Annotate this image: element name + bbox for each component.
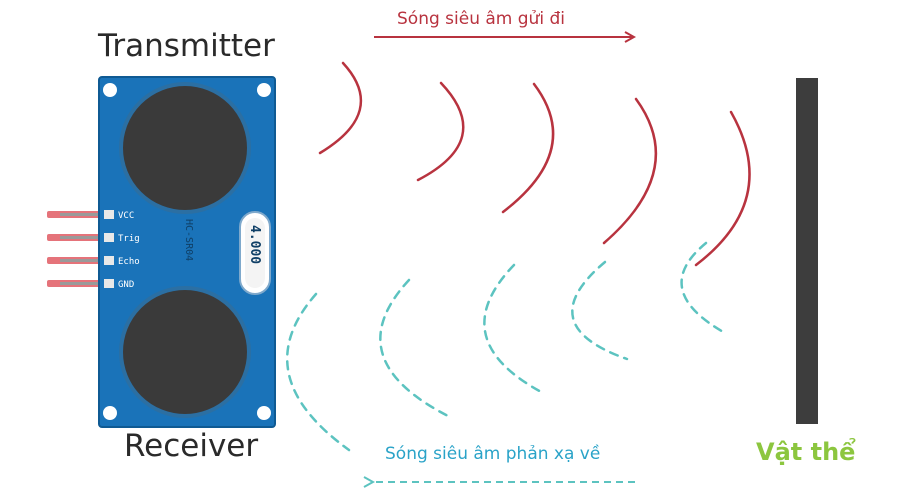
transmitter-label: Transmitter [98, 28, 275, 64]
sent-wave-arc [602, 97, 658, 245]
reflected-wave-arc [285, 292, 351, 452]
model-label: HC-SR04 [183, 219, 194, 261]
sent-wave-arc [501, 82, 555, 214]
reflected-wave-arc [379, 278, 454, 420]
pin-label-gnd: GND [118, 280, 134, 290]
pin-label-vcc: VCC [118, 211, 134, 221]
hc-sr04-board: 4.000 HC-SR04 VCC Trig Echo GND [98, 76, 276, 428]
sent-wave-label: Sóng siêu âm gửi đi [397, 9, 565, 29]
reflected-waves [285, 241, 727, 452]
receiver-transducer [119, 286, 251, 418]
object-label: Vật thể [756, 438, 856, 466]
sent-waves [318, 61, 751, 267]
reflected-wave-arc [571, 260, 629, 361]
reflected-wave-arc [483, 263, 547, 396]
pin-wires [47, 211, 105, 287]
sent-wave-arc [694, 110, 751, 267]
object-wall [796, 78, 818, 424]
pin-label-trig: Trig [118, 234, 140, 244]
mount-hole-icon [103, 83, 117, 97]
mount-hole-icon [103, 406, 117, 420]
mount-hole-icon [257, 83, 271, 97]
reflected-wave-arc [680, 241, 727, 335]
reflected-wave-label: Sóng siêu âm phản xạ về [385, 444, 601, 464]
transmitter-transducer [119, 82, 251, 214]
sent-wave-arc [318, 61, 363, 155]
sent-wave-arc [416, 81, 465, 182]
pin-label-echo: Echo [118, 257, 140, 267]
receiver-label: Receiver [124, 428, 259, 464]
crystal-label: 4.000 [247, 225, 262, 264]
mount-hole-icon [257, 406, 271, 420]
